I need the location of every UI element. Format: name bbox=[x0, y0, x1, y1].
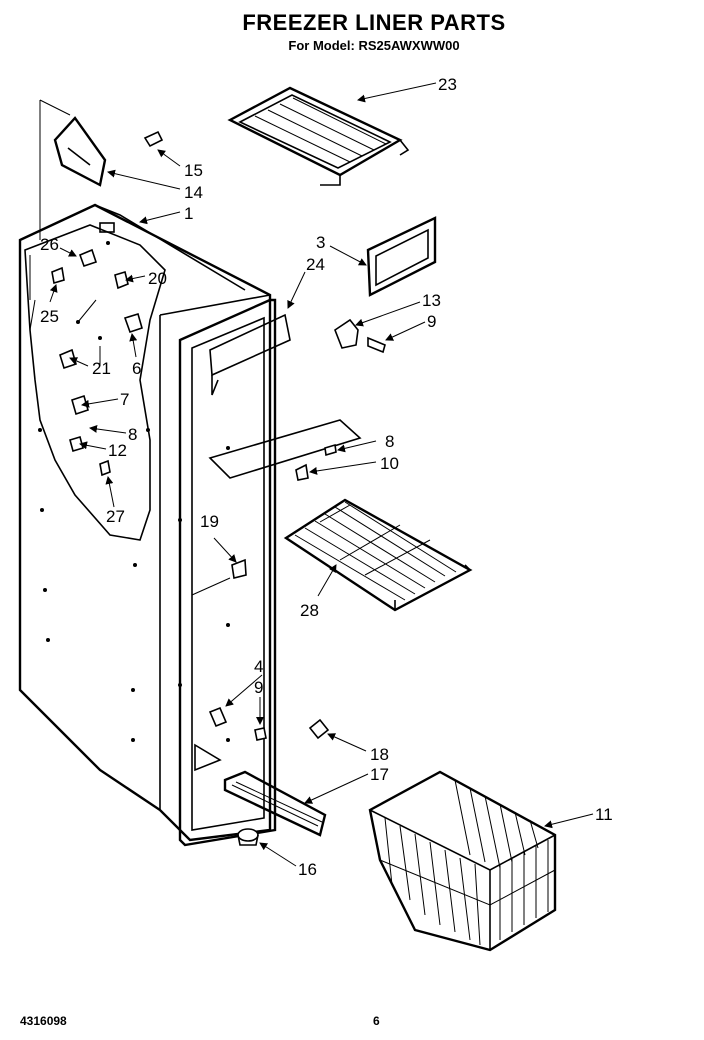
part-24-duct-cover bbox=[209, 313, 291, 396]
callout-23: 23 bbox=[438, 75, 457, 94]
callout-19: 19 bbox=[200, 512, 219, 531]
page-title: FREEZER LINER PARTS bbox=[242, 10, 506, 35]
freezer-liner bbox=[18, 99, 277, 847]
callout-7: 7 bbox=[120, 390, 129, 409]
part-16-plug bbox=[237, 828, 259, 846]
part-11-wire-basket bbox=[368, 770, 557, 952]
callout-labels: 23 15 14 1 3 24 13 9 8 10 28 19 4 9 18 1… bbox=[40, 75, 613, 879]
page-number: 6 bbox=[373, 1014, 380, 1028]
callout-9-top: 9 bbox=[427, 312, 436, 331]
callout-10: 10 bbox=[380, 454, 399, 473]
part-18-screw bbox=[308, 718, 330, 740]
callout-14: 14 bbox=[184, 183, 203, 202]
callout-16: 16 bbox=[298, 860, 317, 879]
part-3-light-shield bbox=[366, 216, 437, 297]
callout-27: 27 bbox=[106, 507, 125, 526]
side-clips bbox=[51, 241, 267, 741]
callout-15: 15 bbox=[184, 161, 203, 180]
callout-8-left: 8 bbox=[128, 425, 137, 444]
callout-4: 4 bbox=[254, 657, 263, 676]
callout-26: 26 bbox=[40, 235, 59, 254]
callout-20: 20 bbox=[148, 269, 167, 288]
callout-9-bottom: 9 bbox=[254, 678, 263, 697]
callout-28: 28 bbox=[300, 601, 319, 620]
callout-1: 1 bbox=[184, 204, 193, 223]
callout-17: 17 bbox=[370, 765, 389, 784]
callout-3: 3 bbox=[316, 233, 325, 252]
part-14-bracket bbox=[53, 116, 164, 187]
callout-8-right: 8 bbox=[385, 432, 394, 451]
callout-25: 25 bbox=[40, 307, 59, 326]
callout-6: 6 bbox=[132, 359, 141, 378]
leader-lines bbox=[49, 82, 594, 867]
part-10-bracket bbox=[208, 419, 362, 481]
model-subtitle: For Model: RS25AWXWW00 bbox=[288, 38, 460, 53]
callout-11: 11 bbox=[595, 805, 613, 824]
callout-18: 18 bbox=[370, 745, 389, 764]
part-28-wire-shelf bbox=[283, 498, 473, 612]
callout-12: 12 bbox=[108, 441, 127, 460]
callout-24: 24 bbox=[306, 255, 325, 274]
part-17-channel bbox=[223, 770, 327, 837]
callout-13: 13 bbox=[422, 291, 441, 310]
part-13-light-socket bbox=[334, 318, 386, 354]
part-23-shelf bbox=[227, 86, 410, 186]
document-number: 4316098 bbox=[20, 1014, 67, 1028]
callout-21: 21 bbox=[92, 359, 111, 378]
